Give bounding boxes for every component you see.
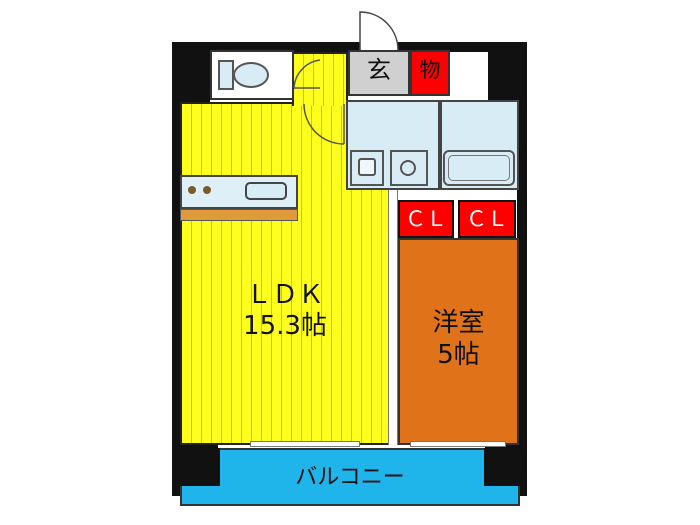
closet-2: ＣＬ xyxy=(458,200,516,238)
entrance xyxy=(348,50,410,96)
western-window xyxy=(410,441,506,447)
washroom-door-arc xyxy=(303,103,345,145)
toilet-door-arc xyxy=(293,59,321,89)
toilet-icon xyxy=(218,60,234,90)
closet-1: ＣＬ xyxy=(398,200,454,238)
balcony-inner-left xyxy=(180,448,220,486)
balcony-inner-right xyxy=(484,448,520,486)
entrance-label: 玄 xyxy=(367,56,391,84)
wall-left xyxy=(172,100,182,445)
kitchen-sink xyxy=(245,182,287,200)
bathtub-inner xyxy=(448,155,510,181)
wall-right-top xyxy=(488,42,527,104)
kitchen-stove-burner-2 xyxy=(203,186,211,194)
western-room-size: 5帖 xyxy=(437,340,480,370)
washing-machine-drum xyxy=(400,160,416,176)
storage xyxy=(410,50,450,96)
western-room xyxy=(398,238,519,445)
ldk-label-box: ＬＤＫ 15.3帖 xyxy=(215,280,355,352)
balcony-label: バルコニー xyxy=(295,465,405,490)
storage-label: 物 xyxy=(419,58,441,82)
wall-right xyxy=(517,100,527,445)
western-room-name: 洋室 xyxy=(432,308,485,338)
balcony xyxy=(180,448,520,506)
toilet-bowl xyxy=(233,62,269,88)
wall-left-top xyxy=(172,42,210,104)
wall-top xyxy=(172,42,527,52)
ldk-name: ＬＤＫ xyxy=(245,280,324,310)
entrance-door-arc xyxy=(359,11,399,51)
ldk-size: 15.3帖 xyxy=(243,311,327,342)
washroom-sink xyxy=(358,158,376,176)
ldk-window xyxy=(250,441,360,447)
kitchen-stove-burner-1 xyxy=(188,186,196,194)
kitchen-counter-base xyxy=(180,209,298,221)
partition-wall xyxy=(388,190,398,445)
